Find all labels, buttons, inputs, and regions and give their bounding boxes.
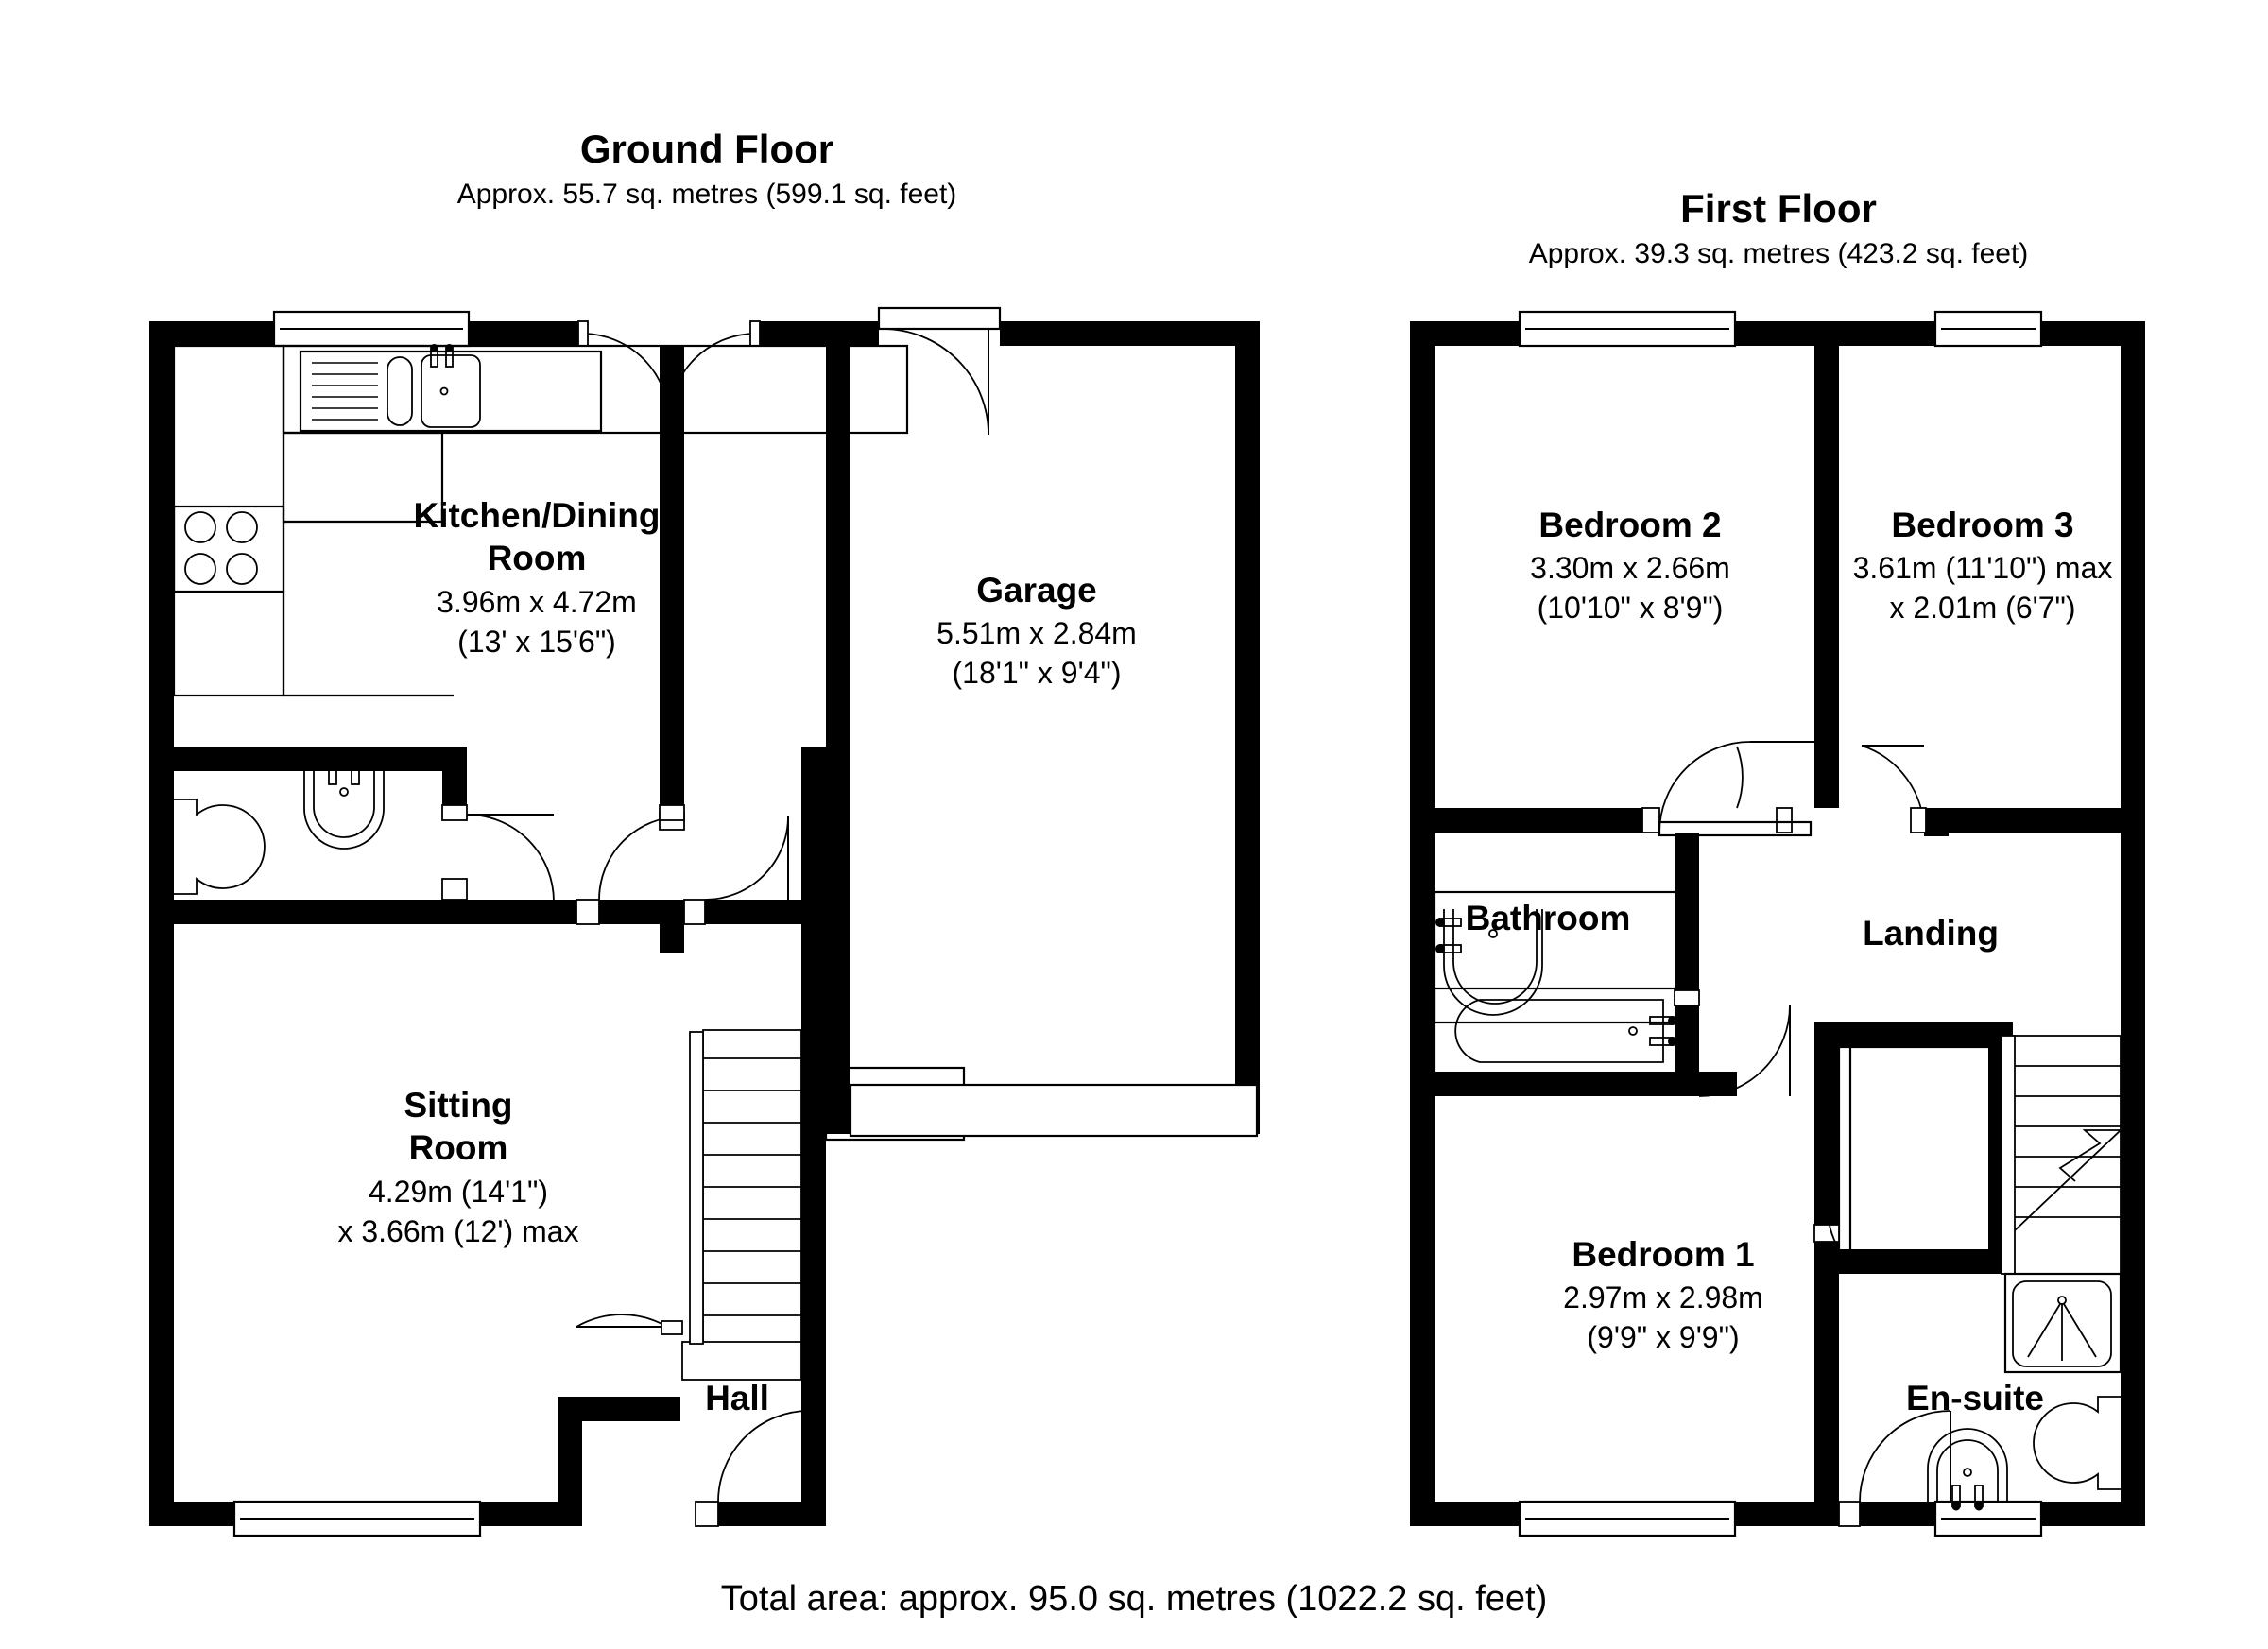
room-label-bathroom: Bathroom	[1466, 899, 1631, 937]
total-area-text: Total area: approx. 95.0 sq. metres (102…	[721, 1579, 1547, 1619]
basin-fixture	[303, 759, 385, 850]
door-bathroom	[1674, 989, 1791, 1097]
door-bedroom-3	[1861, 745, 1927, 833]
door-sitting-room	[659, 804, 789, 925]
airing-cupboard	[1837, 1034, 1990, 1264]
hob-fixture	[172, 505, 285, 593]
room-dim-garage-imperial: (18'1" x 9'4")	[952, 656, 1121, 690]
room-dim-garage-metric: 5.51m x 2.84m	[936, 616, 1137, 650]
first-floor-heading: First Floor Approx. 39.3 sq. metres (423…	[1529, 186, 2029, 269]
first-floor-subtitle: Approx. 39.3 sq. metres (423.2 sq. feet)	[1529, 238, 2029, 269]
room-label-sitting-room: Sitting	[404, 1086, 512, 1125]
first-floor-plan: Bedroom 2 3.30m x 2.66m (10'10" x 8'9") …	[1410, 310, 2145, 1537]
door-bedroom-2	[1641, 741, 1830, 837]
first-floor-labels: Bedroom 2 3.30m x 2.66m (10'10" x 8'9") …	[1466, 506, 2113, 1417]
room-dim-bedroom-2-imperial: (10'10" x 8'9")	[1538, 591, 1724, 625]
room-dim-bedroom-3-imperial: x 2.01m (6'7")	[1889, 591, 2075, 625]
cloakroom-fixtures	[174, 759, 555, 902]
door-en-suite	[1838, 1410, 1951, 1527]
en-suite-fixtures	[1838, 1272, 2122, 1527]
room-dim-sitting-room-metric: 4.29m (14'1")	[369, 1175, 548, 1209]
window-sitting-room	[232, 1500, 482, 1537]
room-dim-kitchen-dining-imperial: (13' x 15'6")	[457, 625, 616, 659]
window-en-suite	[1933, 1500, 2043, 1537]
room-label-en-suite: En-suite	[1906, 1379, 2044, 1417]
room-label-garage: Garage	[976, 571, 1097, 610]
room-label-hall: Hall	[705, 1379, 769, 1417]
ground-floor-plan: Kitchen/Dining Room 3.96m x 4.72m (13' x…	[149, 306, 1260, 1537]
room-label-kitchen-dining: Kitchen/Dining	[413, 496, 660, 535]
room-dim-bedroom-1-imperial: (9'9" x 9'9")	[1587, 1320, 1739, 1354]
room-label-kitchen-dining-2: Room	[488, 539, 587, 577]
shower-tray-fixture	[2003, 1272, 2122, 1374]
room-label-bedroom-3: Bedroom 3	[1891, 506, 2073, 544]
window-kitchen	[272, 310, 471, 348]
room-dim-kitchen-dining-metric: 3.96m x 4.72m	[437, 585, 637, 619]
window-bedroom-1	[1518, 1500, 1737, 1537]
room-dim-bedroom-3-metric: 3.61m (11'10") max	[1853, 551, 2113, 585]
staircase-first	[2001, 1035, 2123, 1275]
hall-door-swing	[576, 1314, 683, 1335]
en-suite-basin-fixture	[1927, 1428, 2008, 1511]
sink-fixture	[299, 344, 603, 433]
bathtub-fixture	[1433, 987, 1692, 1075]
room-dim-bedroom-2-metric: 3.30m x 2.66m	[1530, 551, 1730, 585]
ground-floor-heading: Ground Floor Approx. 55.7 sq. metres (59…	[457, 127, 957, 210]
front-door	[695, 1410, 810, 1527]
room-label-bedroom-2: Bedroom 2	[1538, 506, 1721, 544]
ground-floor-subtitle: Approx. 55.7 sq. metres (599.1 sq. feet)	[457, 179, 957, 210]
room-label-sitting-room-2: Room	[409, 1128, 508, 1167]
ground-floor-title: Ground Floor	[580, 127, 833, 171]
room-label-bedroom-1: Bedroom 1	[1572, 1235, 1754, 1274]
room-dim-bedroom-1-metric: 2.97m x 2.98m	[1563, 1280, 1763, 1314]
door-garage-top	[877, 306, 1002, 436]
ground-floor-walls	[149, 321, 1260, 1526]
window-bedroom-2	[1518, 310, 1737, 348]
first-floor-title: First Floor	[1680, 186, 1877, 231]
bathroom-basin-fixture	[1433, 890, 1692, 1024]
door-bedroom-1	[1813, 1161, 1840, 1250]
window-bedroom-3	[1933, 310, 2043, 348]
toilet-fixture	[174, 799, 266, 895]
bathroom-fixtures	[1433, 890, 1791, 1097]
staircase-ground	[681, 1029, 802, 1381]
garage-door	[849, 1083, 1259, 1138]
ground-floor-labels: Kitchen/Dining Room 3.96m x 4.72m (13' x…	[337, 496, 1136, 1417]
ground-floor-windows	[232, 310, 482, 1537]
en-suite-toilet-fixture	[2033, 1396, 2121, 1490]
kitchen-worktop	[172, 344, 909, 697]
door-cloakroom	[441, 804, 555, 902]
first-floor-walls	[1410, 321, 2145, 1526]
room-dim-sitting-room-imperial: x 3.66m (12') max	[337, 1214, 578, 1248]
room-label-landing: Landing	[1863, 914, 1999, 953]
